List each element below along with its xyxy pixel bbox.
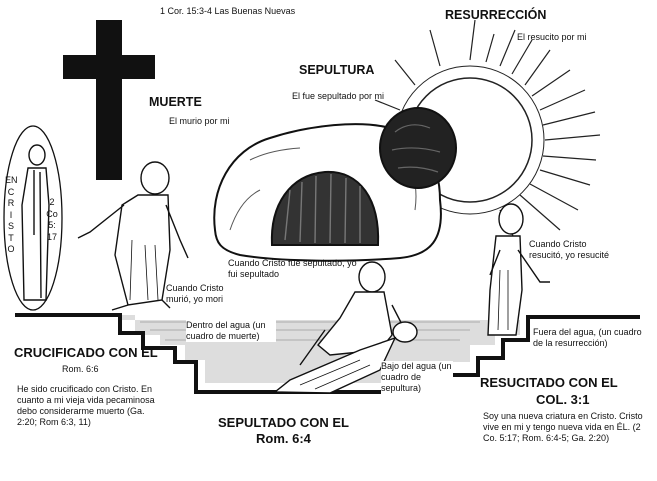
dying-figure-icon: [77, 161, 189, 311]
header-reference: 1 Cor. 15:3-4 Las Buenas Nuevas: [160, 6, 296, 16]
label-murio: Cuando Cristo murió, yo mori: [166, 283, 224, 304]
resucitado-title: RESUCITADO CON EL: [480, 375, 618, 390]
label-sepultado: Cuando Cristo fue sepultado, yo fui sepu…: [228, 258, 357, 279]
en-cristo-ref-part: 5:: [48, 220, 56, 230]
baptism-figures-icon: [273, 261, 418, 394]
en-cristo-oval: [3, 125, 63, 311]
label-dentro-agua: Dentro del agua (un cuadro de muerte): [186, 320, 276, 342]
en-cristo-letter: R: [7, 198, 15, 208]
en-cristo-reference: 2 Co 5: 17: [44, 197, 60, 243]
en-cristo-letter: T: [8, 232, 14, 243]
crucificado-text: He sido crucificado con Cristo. En cuant…: [17, 384, 155, 427]
en-cristo-letter: EN: [5, 175, 18, 185]
label-resucito: Cuando Cristo resucitó, yo resucité: [529, 239, 610, 260]
en-cristo-letter: I: [9, 209, 13, 220]
sepultura-title: SEPULTURA: [299, 63, 375, 77]
tomb-icon: [213, 107, 457, 262]
en-cristo-letter: O: [7, 244, 15, 254]
resucitado-reference: COL. 3:1: [536, 392, 590, 407]
resucitado-text: Soy una nueva criatura en Cristo. Cristo…: [483, 411, 643, 443]
en-cristo-letter: C: [7, 186, 15, 197]
crucificado-title: CRUCIFICADO CON EL: [14, 345, 158, 360]
en-cristo-letter: S: [7, 221, 14, 231]
en-cristo-ref-part: 2: [49, 197, 55, 207]
en-cristo-letters: EN C R I S T O: [5, 175, 18, 256]
label-fuera-agua: Fuera del agua, (un cuadro de la resurre…: [533, 327, 642, 348]
resurreccion-title: RESURRECCIÓN: [445, 8, 547, 22]
crucificado-reference: Rom. 6:6: [62, 364, 99, 374]
resurreccion-caption: El resucito por mi: [517, 32, 587, 42]
en-cristo-ref-part: Co: [46, 208, 58, 219]
muerte-caption: El murio por mi: [169, 116, 230, 126]
sepultado-reference: Rom. 6:4: [256, 431, 311, 446]
en-cristo-ref-part: 17: [46, 231, 57, 242]
muerte-title: MUERTE: [149, 95, 202, 109]
sepultado-title: SEPULTADO CON EL: [218, 415, 349, 430]
label-bajo-agua: Bajo del agua (un cuadro de sepultura): [381, 361, 453, 394]
risen-figure-icon: [487, 203, 550, 336]
cross-icon: [63, 20, 155, 180]
figure-in-christ-icon: [21, 144, 50, 301]
sepultura-caption: El fue sepultado por mi: [292, 91, 385, 101]
